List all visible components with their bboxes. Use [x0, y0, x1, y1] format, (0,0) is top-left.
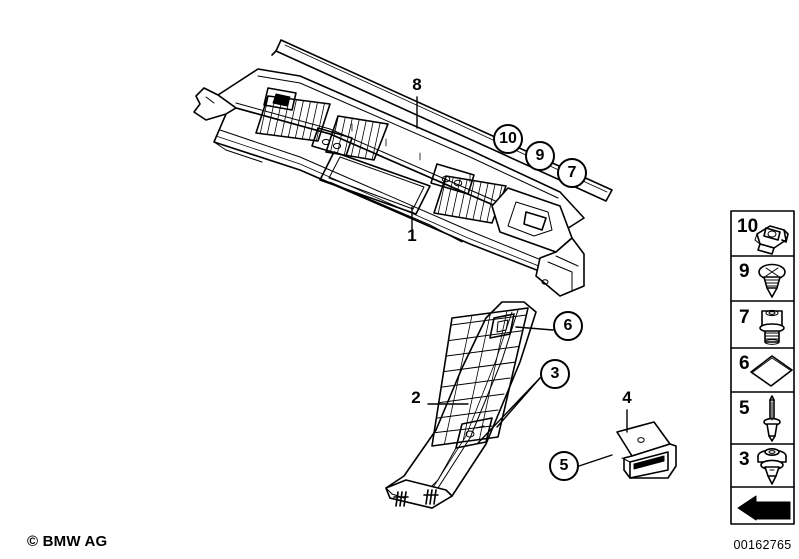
- part-4-clip-bracket: [616, 421, 677, 479]
- callout-9[interactable]: 9: [525, 141, 555, 171]
- legend-row-6-label: 6: [739, 353, 750, 374]
- document-number: 00162765: [733, 538, 792, 552]
- legend-row-7-label: 7: [739, 307, 750, 328]
- flat-pad-icon: [750, 355, 793, 387]
- part-1-cowl-cover: [193, 68, 585, 297]
- legend-row-10-label: 10: [737, 216, 759, 237]
- callout-3[interactable]: 3: [540, 359, 570, 389]
- push-in-clip-icon: [757, 447, 787, 485]
- hex-flange-bolt-icon: [759, 309, 785, 345]
- cross-head-screw-icon: [758, 263, 786, 298]
- copyright-notice: © BMW AG: [27, 533, 108, 550]
- legend-row-3-label: 3: [739, 449, 750, 470]
- spring-nut-clip-icon: [754, 225, 789, 255]
- callout-leader-lines: [411, 96, 628, 467]
- callout-10[interactable]: 10: [493, 124, 523, 154]
- callout-8[interactable]: 8: [412, 75, 422, 94]
- legend-row-9-label: 9: [739, 261, 750, 282]
- direction-arrow-icon: [737, 495, 791, 521]
- callout-6[interactable]: 6: [553, 311, 583, 341]
- callout-1[interactable]: 1: [407, 226, 417, 245]
- legend-row-5-label: 5: [739, 398, 750, 419]
- callout-5[interactable]: 5: [549, 451, 579, 481]
- legend-panel-artwork: [730, 210, 795, 525]
- callout-4[interactable]: 4: [622, 388, 632, 407]
- callout-7[interactable]: 7: [557, 158, 587, 188]
- expanding-rivet-icon: [763, 395, 781, 442]
- callout-2[interactable]: 2: [411, 388, 421, 407]
